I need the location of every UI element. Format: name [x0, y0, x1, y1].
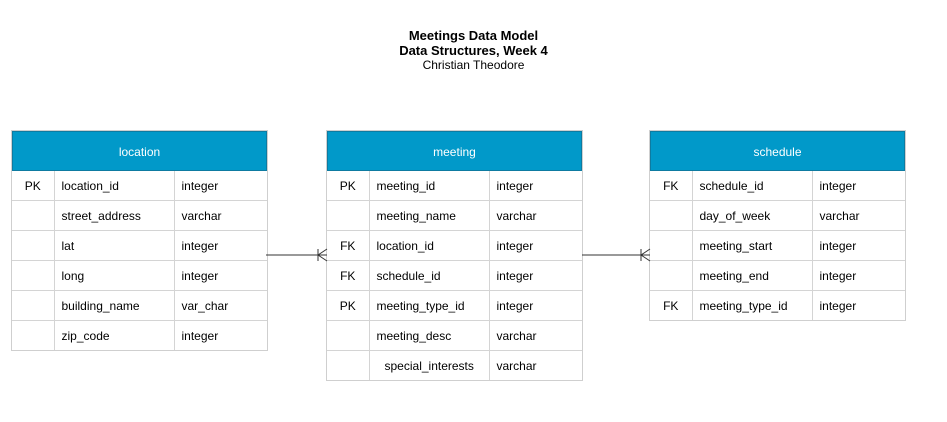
- relationship-meeting-schedule[interactable]: [582, 248, 651, 262]
- field-type: varchar: [173, 200, 267, 231]
- entity-header-schedule[interactable]: schedule: [650, 131, 905, 171]
- key-cell: PK: [12, 171, 55, 201]
- field-type: integer: [173, 230, 267, 261]
- field-type: varchar: [488, 320, 582, 351]
- field-type: integer: [488, 230, 582, 261]
- diagram-title: Meetings Data Model: [408, 28, 539, 43]
- key-cell: FK: [327, 230, 370, 261]
- field-type: integer: [811, 290, 905, 320]
- field-name: zip_code: [53, 320, 175, 350]
- field-name: long: [53, 260, 175, 291]
- key-cell: [12, 260, 55, 291]
- diagram-author: Christian Theodore: [422, 58, 525, 72]
- field-name: meeting_id: [368, 171, 490, 201]
- entity-header-meeting[interactable]: meeting: [327, 131, 582, 171]
- key-cell: FK: [650, 290, 693, 320]
- relationship-location-meeting[interactable]: [266, 248, 328, 262]
- entity-header-location[interactable]: location: [12, 131, 267, 171]
- key-cell: [327, 350, 370, 380]
- field-type: varchar: [488, 350, 582, 380]
- key-cell: [327, 200, 370, 231]
- field-type: integer: [173, 320, 267, 350]
- diagram-subtitle: Data Structures, Week 4: [399, 43, 548, 58]
- diagram-title-block: Meetings Data Model Data Structures, Wee…: [0, 28, 947, 72]
- field-type: integer: [173, 260, 267, 291]
- field-name: building_name: [53, 290, 175, 321]
- field-name: location_id: [368, 230, 490, 261]
- field-type: integer: [811, 260, 905, 291]
- field-name: location_id: [53, 171, 175, 201]
- field-type: var_char: [173, 290, 267, 321]
- field-type: integer: [811, 230, 905, 261]
- field-name: day_of_week: [691, 200, 813, 231]
- field-type: integer: [488, 260, 582, 291]
- key-cell: [327, 320, 370, 351]
- field-name: meeting_desc: [368, 320, 490, 351]
- field-name: special_interests: [368, 350, 490, 380]
- field-type: integer: [488, 171, 582, 201]
- field-type: integer: [811, 171, 905, 201]
- field-name: street_address: [53, 200, 175, 231]
